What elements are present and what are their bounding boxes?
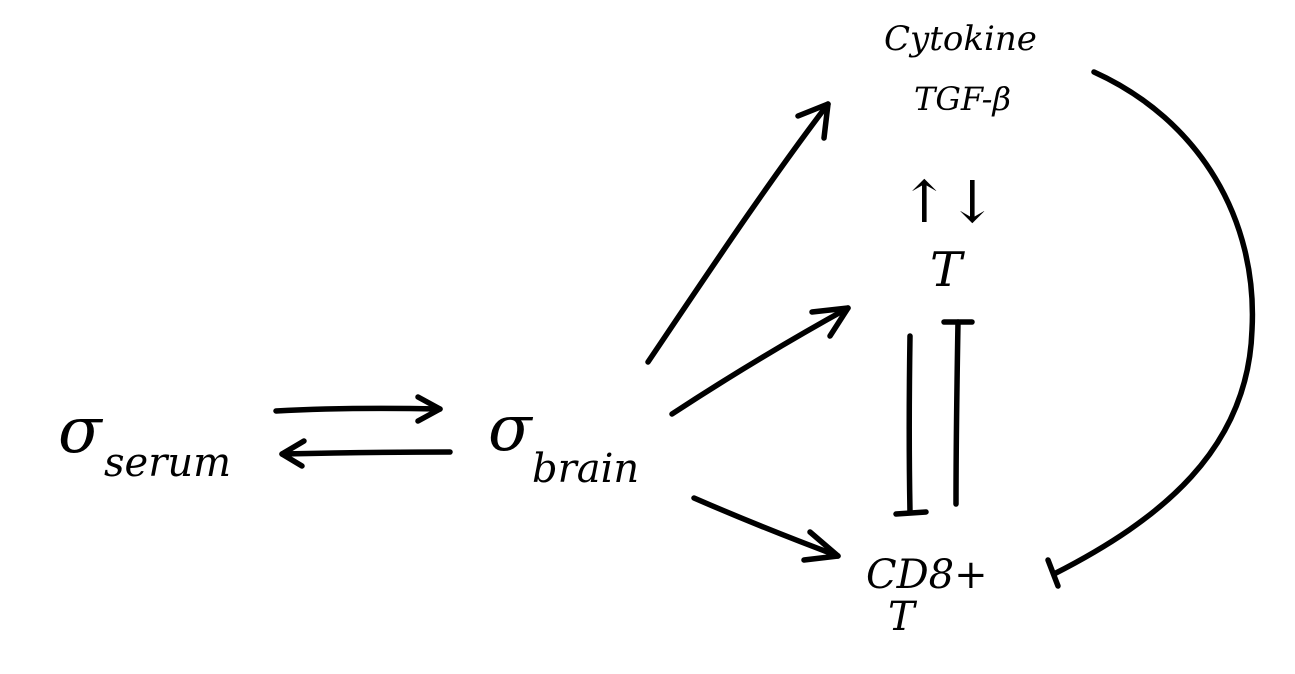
up-arrow-icon: ↑	[900, 168, 949, 236]
sigma-serum-subscript: serum	[104, 440, 231, 486]
node-sigma-serum: σ serum	[58, 394, 231, 486]
cd8-t-label: T	[888, 594, 918, 640]
sigma-brain-subscript: brain	[532, 446, 639, 492]
node-sigma-brain: σ brain	[488, 392, 639, 492]
cd8-label: CD8+	[866, 552, 988, 598]
edge-cytokine-inhibits-cd8	[1045, 69, 1256, 589]
t-cell-label: T	[930, 242, 965, 298]
edge-brain-to-t	[669, 305, 851, 417]
edge-brain-to-cd8	[691, 495, 841, 563]
edge-brain-to-serum	[279, 438, 453, 469]
updown-arrows: ↑ ↓	[900, 168, 997, 236]
sigma-serum-symbol: σ	[58, 394, 104, 468]
sigma-brain-symbol: σ	[488, 392, 534, 466]
down-arrow-icon: ↓	[948, 168, 997, 236]
node-t-cell: T	[930, 242, 965, 298]
node-cd8: CD8+ T	[866, 552, 988, 640]
edge-cd8-inhibits-t	[941, 319, 975, 507]
tgf-beta-label: TGF-β	[914, 80, 1011, 118]
edge-t-inhibits-cd8	[893, 333, 929, 517]
edge-serum-to-brain	[273, 394, 443, 424]
cytokine-label: Cytokine	[884, 19, 1037, 59]
node-cytokine: Cytokine TGF-β	[884, 19, 1037, 118]
edge-brain-to-cytokine	[645, 101, 831, 365]
